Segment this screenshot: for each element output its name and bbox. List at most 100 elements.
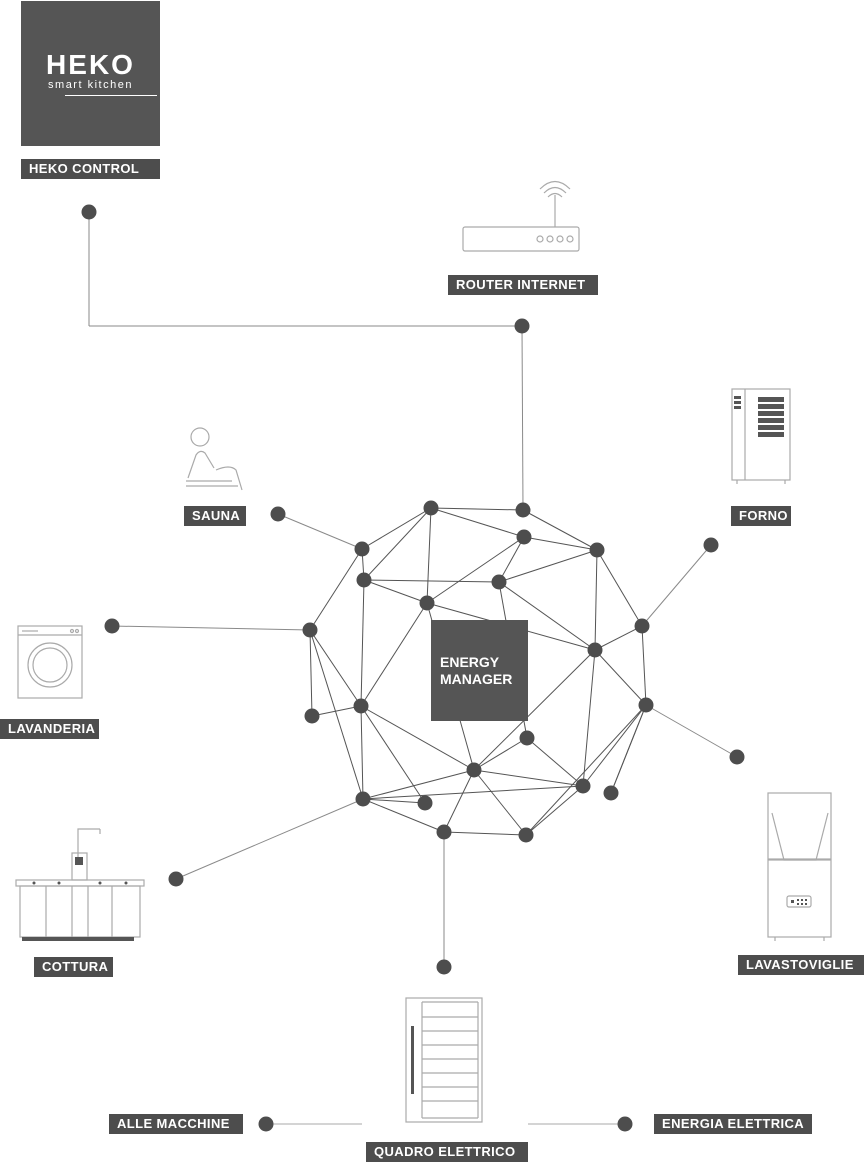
network-node [617,1116,633,1132]
device-link [111,625,311,631]
network-node [466,762,482,778]
label-forno: FORNO [731,506,791,526]
network-node [587,642,603,658]
network-node [168,871,184,887]
network-link [526,737,584,787]
network-node [518,827,534,843]
oven-icon [731,388,791,484]
network-node [638,697,654,713]
device-link [521,325,524,511]
network-node [419,595,435,611]
label-sauna: SAUNA [184,506,246,526]
network-node [417,795,433,811]
label-router-internet: ROUTER INTERNET [448,275,598,295]
kitchen-cooking-icon [15,828,145,941]
network-link [594,549,598,651]
network-link [498,581,596,651]
network-nodes [81,204,745,1132]
label-quadro-elettrico: QUADRO ELETTRICO [366,1142,528,1162]
network-link [473,649,596,771]
electrical-panel-icon [405,997,483,1123]
label-cottura: COTTURA [34,957,113,977]
network-node [354,541,370,557]
network-link [443,831,527,836]
wifi-router-icon [462,180,580,252]
network-node [634,618,650,634]
heko-logo: HEKO smart kitchen [21,1,160,146]
network-link [498,549,598,583]
network-link [363,579,500,583]
network-node [423,500,439,516]
network-link [309,548,363,631]
network-node [603,785,619,801]
network-link [596,549,643,627]
network-link [426,536,525,604]
network-node [703,537,719,553]
network-link [610,704,647,794]
network-link [525,704,647,836]
network-node [304,708,320,724]
network-link [498,536,525,583]
network-link [360,705,475,771]
network-link [473,769,584,787]
energy-manager-box: ENERGY MANAGER [431,620,528,721]
energy-manager-line2: MANAGER [440,671,513,687]
network-node [515,502,531,518]
network-link [525,785,584,836]
network-link [309,629,313,717]
network-link [309,629,364,800]
network-node [436,959,452,975]
network-link [363,579,428,604]
network-link [594,649,647,706]
network-link [430,507,524,511]
network-node [589,542,605,558]
network-link [473,769,527,836]
device-link [277,513,363,550]
network-link [426,507,432,604]
network-link [361,507,432,550]
network-node [514,318,530,334]
network-node [302,622,318,638]
network-link [360,705,426,804]
device-link [175,798,364,880]
label-lavastoviglie: LAVASTOVIGLIE [738,955,864,975]
network-link [473,737,528,771]
network-link [523,536,598,551]
network-link [363,507,432,581]
network-node [356,572,372,588]
energy-manager-label: ENERGY MANAGER [440,654,512,688]
network-link [522,509,598,551]
network-node [270,506,286,522]
network-link [582,704,647,787]
network-node [81,204,97,220]
network-link [362,798,445,833]
network-node [353,698,369,714]
network-link [594,625,643,651]
network-node [436,824,452,840]
network-node [516,529,532,545]
energy-manager-line1: ENERGY [440,654,500,670]
network-link [362,798,426,804]
network-node [104,618,120,634]
label-lavanderia: LAVANDERIA [0,719,99,739]
network-node [729,749,745,765]
network-link [582,649,596,787]
device-link [645,704,738,758]
network-edges [88,212,738,1125]
sauna-icon [186,427,243,491]
label-alle-macchine: ALLE MACCHINE [109,1114,243,1134]
network-link [360,602,428,707]
washing-machine-icon [17,625,83,699]
dishwasher-icon [767,792,832,941]
network-link [430,507,525,538]
network-link [362,769,475,800]
network-link [443,769,475,833]
network-node [355,791,371,807]
network-node [519,730,535,746]
logo-underline [65,95,157,96]
logo-tagline: smart kitchen [48,79,133,91]
network-link [360,705,364,800]
network-link [311,705,362,717]
network-node [491,574,507,590]
